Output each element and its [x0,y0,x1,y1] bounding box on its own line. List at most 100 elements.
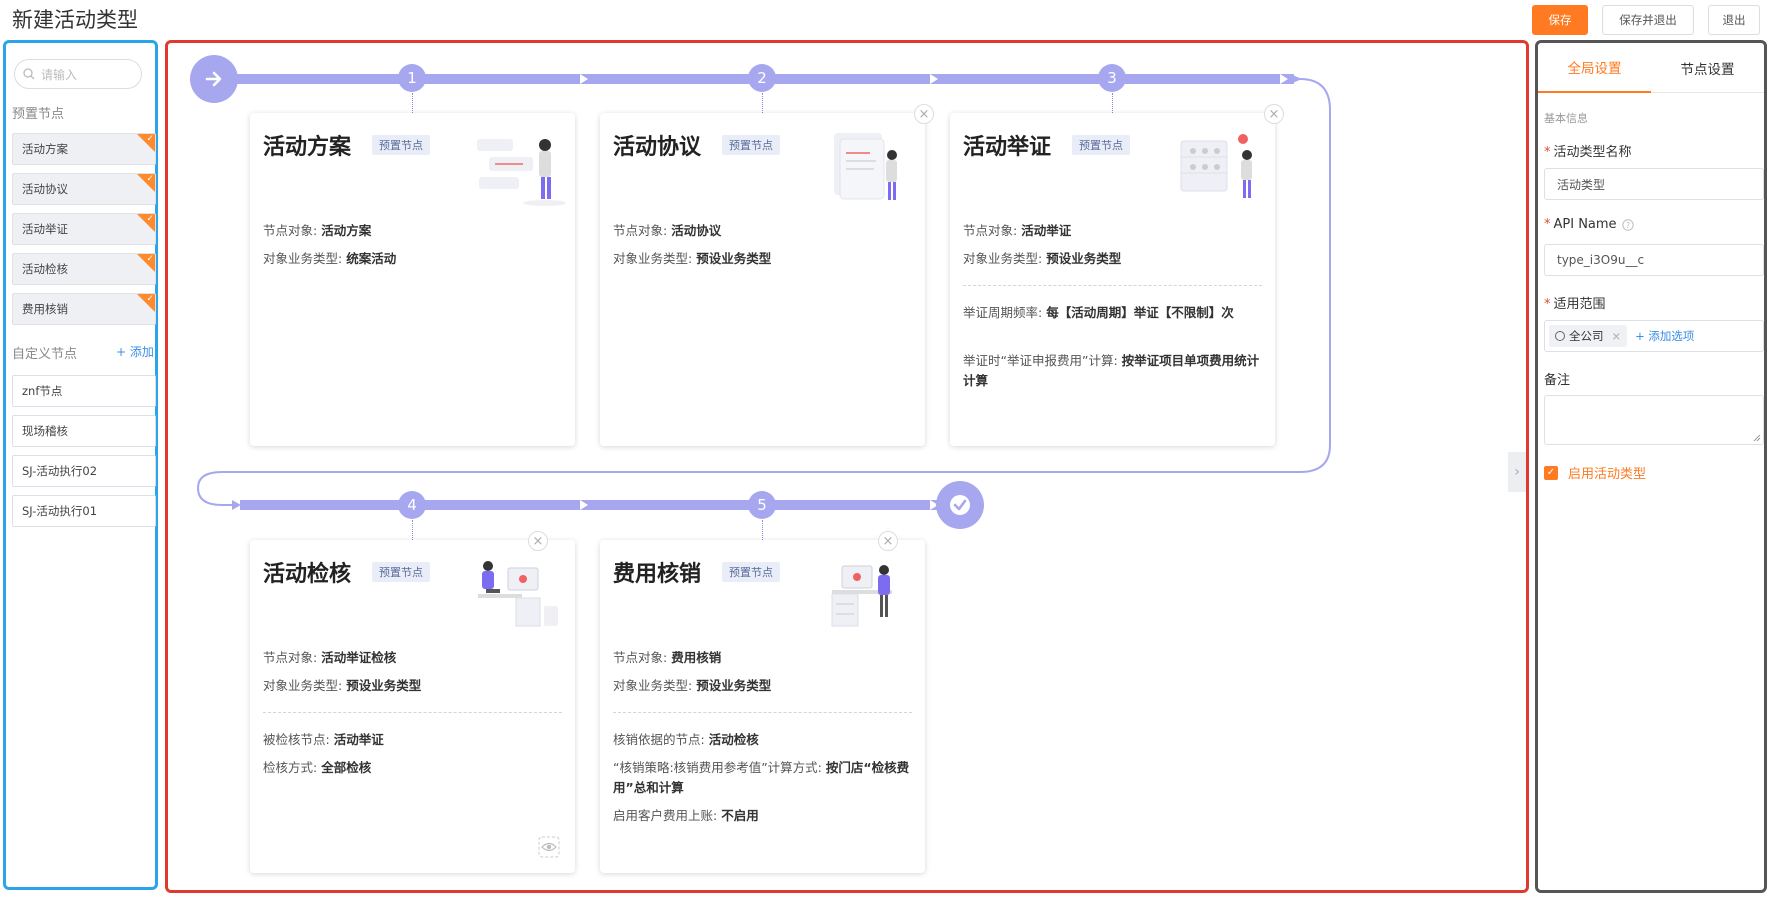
node-object-line: 节点对象: 活动方案 [263,223,372,238]
eye-icon[interactable] [538,836,560,858]
arrow-right-icon [205,71,222,87]
writeoff-illustration [831,565,892,627]
card-divider [613,712,912,713]
step-number: 5 [748,491,776,519]
tab-node-settings[interactable]: 节点设置 [1651,43,1764,93]
search-input[interactable]: 请输入 [14,59,142,89]
custom-node-label: znf节点 [22,384,63,398]
scope-chip-label: 全公司 [1569,329,1604,343]
preset-node-item[interactable]: 活动协议✓ [12,173,156,205]
scope-chip[interactable]: 全公司 × [1549,325,1628,347]
chevron-right-icon: › [1514,464,1520,480]
add-custom-node-link[interactable]: + 添加 [116,345,154,359]
check-icon: ✓ [146,174,154,184]
node-card-activity-inspection[interactable]: 活动检核 预置节点 × 节点对象: 活动举证检核 对象业务类型: 预设业务类型 … [250,531,575,873]
card-title: 活动协议 [613,135,702,160]
card-divider [263,712,562,713]
node-card-activity-plan[interactable]: 活动方案 预置节点 节点对象: 活动方案 对象业务类型: 统案活动 [250,113,575,446]
remove-node-icon[interactable]: × [528,531,548,551]
remove-node-icon[interactable]: × [878,531,898,551]
preset-node-item[interactable]: 活动举证 ✓ [12,213,156,245]
help-icon[interactable]: ? [1621,218,1634,231]
selected-corner-icon [137,294,155,312]
preset-node-label: 活动举证 [22,222,68,236]
api-name-input[interactable]: type_i3O9u__c [1544,244,1764,276]
step-number: 3 [1098,64,1126,92]
writeoff-basis-line: 核销依据的节点: 活动检核 [613,732,759,747]
proof-illustration [1180,134,1252,198]
card-divider [963,285,1262,286]
section-title: 基本信息 [1544,112,1588,125]
preset-tag: 预置节点 [372,135,430,155]
step-connector [412,520,413,540]
add-option-link[interactable]: + 添加选项 [1635,329,1695,343]
proof-fee-calc-line: 举证时“举证申报费用”计算: 按举证项目单项费用统计计算 [963,353,1260,388]
custom-node-label: SJ-活动执行02 [22,464,98,478]
step-connector [412,93,413,113]
remark-label: 备注 [1544,373,1571,388]
preset-node-item[interactable]: 费用核销 ✓ [12,293,156,325]
check-icon: ✓ [146,294,154,304]
preset-node-label: 活动检核 [22,262,68,276]
card-title: 费用核销 [613,562,702,587]
scope-label: *适用范围 [1544,297,1606,312]
writeoff-strategy-line: “核销策略:核销费用参考值”计算方式: 按门店“检核费用”总和计算 [613,760,910,795]
preset-node-label: 费用核销 [22,302,68,316]
custom-node-item[interactable]: znf节点 [12,375,156,407]
preset-node-item[interactable]: 活动方案✓ [12,133,156,165]
check-icon: ✓ [146,254,154,264]
flow-canvas [165,40,1529,893]
preset-tag: 预置节点 [372,562,430,582]
step-number: 4 [398,491,426,519]
selected-corner-icon [137,214,155,232]
search-placeholder: 请输入 [41,67,78,82]
step-connector [762,520,763,540]
node-card-activity-proof[interactable]: 活动举证 预置节点 × 节点对象: 活动举证 对象业务类型: 预设业务类型 举证… [950,104,1284,446]
preset-nodes-title: 预置节点 [12,107,65,122]
card-title: 活动举证 [963,135,1052,160]
preset-tag: 预置节点 [1072,135,1130,155]
inspected-node-line: 被检核节点: 活动举证 [263,732,384,747]
step-number: 2 [748,64,776,92]
save-exit-button[interactable]: 保存并退出 [1602,5,1694,35]
custom-nodes-title: 自定义节点 [12,347,78,362]
node-object-line: 节点对象: 费用核销 [613,650,722,665]
enable-activity-type-checkbox[interactable]: ✓ 启用活动类型 [1544,463,1646,482]
business-type-line: 对象业务类型: 预设业务类型 [963,251,1122,266]
node-object-line: 节点对象: 活动协议 [613,223,722,238]
collapse-panel-handle[interactable]: › [1508,452,1526,492]
step-connector [1112,93,1113,113]
exit-button[interactable]: 退出 [1708,5,1760,35]
remove-chip-icon[interactable]: × [1611,329,1622,343]
node-card-fee-writeoff[interactable]: 费用核销 预置节点 × 节点对象: 费用核销 对象业务类型: 预设业务类型 核销… [600,531,925,873]
custom-node-item[interactable]: SJ-活动执行01 [12,495,156,527]
flow-end-node [936,481,984,529]
activity-type-name-input[interactable]: 活动类型 [1544,168,1764,200]
custom-node-item[interactable]: SJ-活动执行02 [12,455,156,487]
remove-node-icon[interactable]: × [1264,104,1284,124]
remark-textarea[interactable] [1544,395,1764,445]
scope-selector[interactable]: 全公司 × + 添加选项 [1544,320,1764,352]
proof-frequency-line: 举证周期频率: 每【活动周期】举证【不限制】次 [963,305,1234,320]
agreement-illustration [834,133,897,200]
node-object-line: 节点对象: 活动举证 [963,223,1072,238]
card-title: 活动方案 [263,135,352,160]
activity-type-name-label: *活动类型名称 [1544,145,1632,160]
node-library-panel: 请输入 预置节点 活动方案✓ 活动协议✓ 活动举证✓ 活动检核✓ 费用核销✓ 自… [3,40,158,890]
selected-corner-icon [137,174,155,192]
custom-node-label: 现场稽核 [22,424,68,438]
api-name-label: *API Name ? [1544,217,1634,232]
save-button[interactable]: 保存 [1532,5,1588,35]
business-type-line: 对象业务类型: 预设业务类型 [613,678,772,693]
search-icon [23,68,35,80]
preset-node-label: 活动方案 [22,142,68,156]
check-icon: ✓ [146,214,154,224]
remove-node-icon[interactable]: × [914,104,934,124]
business-type-line: 对象业务类型: 统案活动 [263,251,397,266]
node-card-activity-agreement[interactable]: 活动协议 预置节点 × 节点对象: 活动协议 对象业务类型: 预设业务类型 [600,104,934,446]
card-title: 活动检核 [263,562,352,587]
flow-start-node [190,55,238,103]
custom-node-item[interactable]: 现场稽核 [12,415,156,447]
preset-node-item[interactable]: 活动检核 ✓ [12,253,156,285]
tab-global-settings[interactable]: 全局设置 [1538,43,1651,93]
